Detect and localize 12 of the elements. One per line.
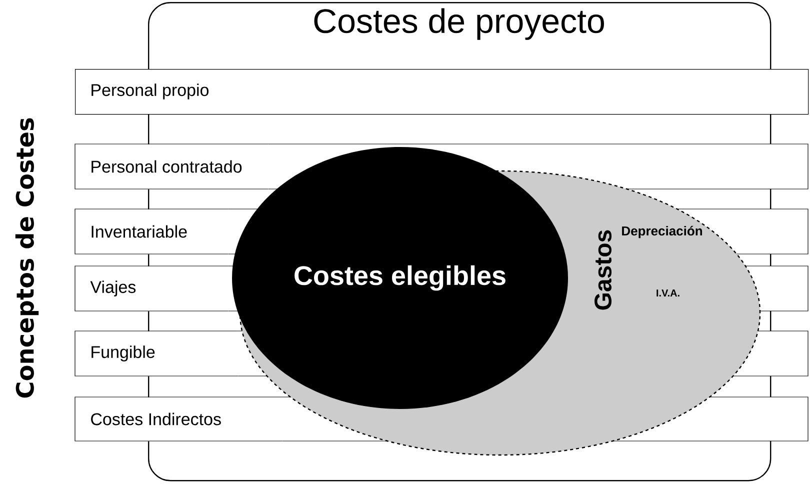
node-label: Viajes	[90, 280, 136, 296]
row-box: Personal contratado	[74, 144, 268, 190]
axis-label: Conceptos de Costes	[15, 118, 39, 398]
row-box: Inventariable	[74, 208, 228, 254]
row-box: Personal propio	[75, 69, 809, 115]
box-title: Costes de proyecto	[314, 8, 604, 40]
node-label: Costes Indirectos	[91, 412, 221, 426]
row-box: Costes Indirectos	[74, 396, 282, 442]
row-box: Fungible	[74, 330, 238, 376]
node-label: Fungible	[92, 346, 155, 362]
row-box: Viajes	[74, 266, 228, 312]
node-label: Inventariable	[92, 225, 187, 238]
